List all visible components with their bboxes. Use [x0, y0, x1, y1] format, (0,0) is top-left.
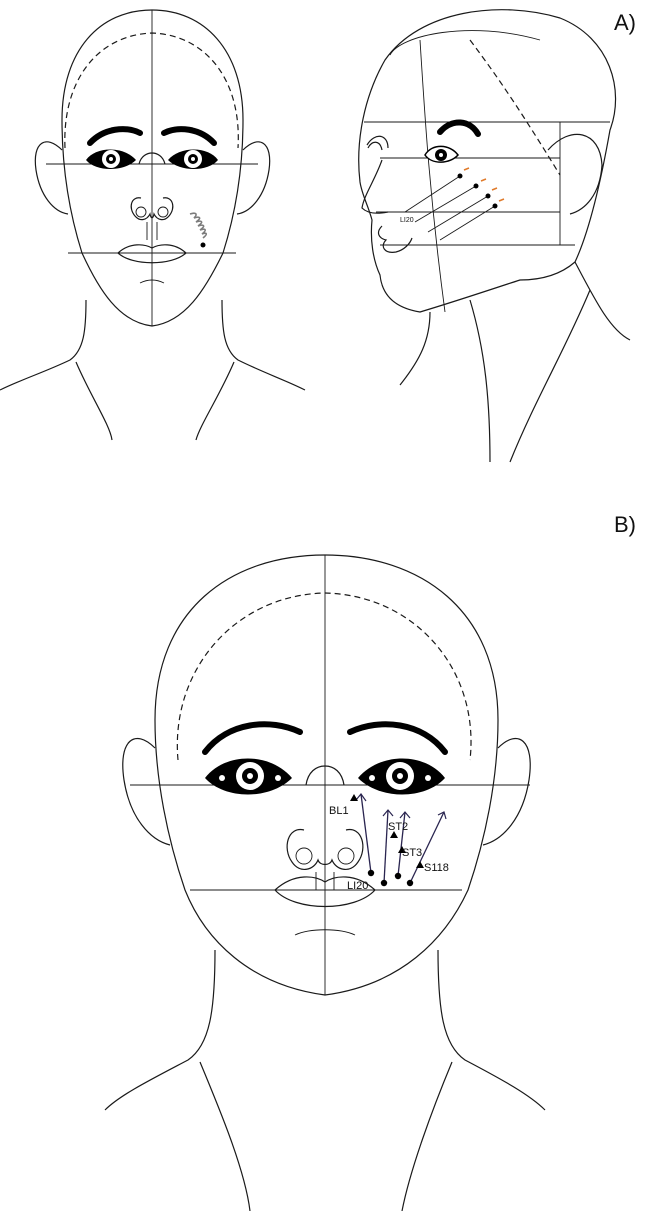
label-li20: LI20: [347, 880, 368, 892]
head-outline: [62, 10, 243, 326]
label-bl1: BL1: [329, 805, 349, 817]
panel-a-side-face: LI20: [359, 10, 630, 462]
right-eye: [168, 150, 218, 170]
large-right-brow: [350, 724, 445, 752]
left-nostril: [136, 207, 146, 217]
side-lips: [379, 226, 412, 252]
large-left-eye: [205, 759, 292, 795]
side-brow: [440, 122, 478, 134]
large-left-ear: [123, 738, 170, 845]
side-label-li20: LI20: [400, 217, 414, 224]
needle-coil: [190, 213, 206, 247]
left-eye: [86, 150, 136, 170]
right-nostril: [158, 207, 168, 217]
neck-shoulders: [0, 300, 305, 440]
panel-a-front-face: [0, 10, 305, 440]
large-left-nostril: [296, 848, 312, 864]
large-left-brow: [205, 724, 300, 752]
large-right-ear: [483, 738, 530, 845]
panel-b-front-face: BL1 ST2 ST3 S118 LI20: [105, 555, 545, 1211]
side-hairline-dashed: [470, 40, 560, 175]
side-far-eye: [368, 142, 382, 150]
label-st2: ST2: [388, 821, 408, 833]
side-eye: [425, 146, 458, 162]
label-s118: S118: [424, 862, 449, 874]
large-right-eye: [358, 759, 445, 795]
side-midline: [420, 40, 445, 312]
side-crown-line: [390, 31, 540, 55]
side-ear: [548, 134, 602, 214]
left-brow: [90, 129, 140, 143]
large-head-outline: [155, 555, 498, 995]
panel-b-label: B): [614, 512, 636, 537]
side-nose: [362, 160, 388, 213]
right-brow: [164, 129, 214, 143]
side-neck: [400, 262, 630, 462]
panel-a-label: A): [614, 10, 636, 35]
side-needles: [405, 168, 504, 240]
large-right-nostril: [338, 848, 354, 864]
label-st3: ST3: [402, 847, 422, 859]
needle-li20-bl1: [361, 794, 371, 873]
